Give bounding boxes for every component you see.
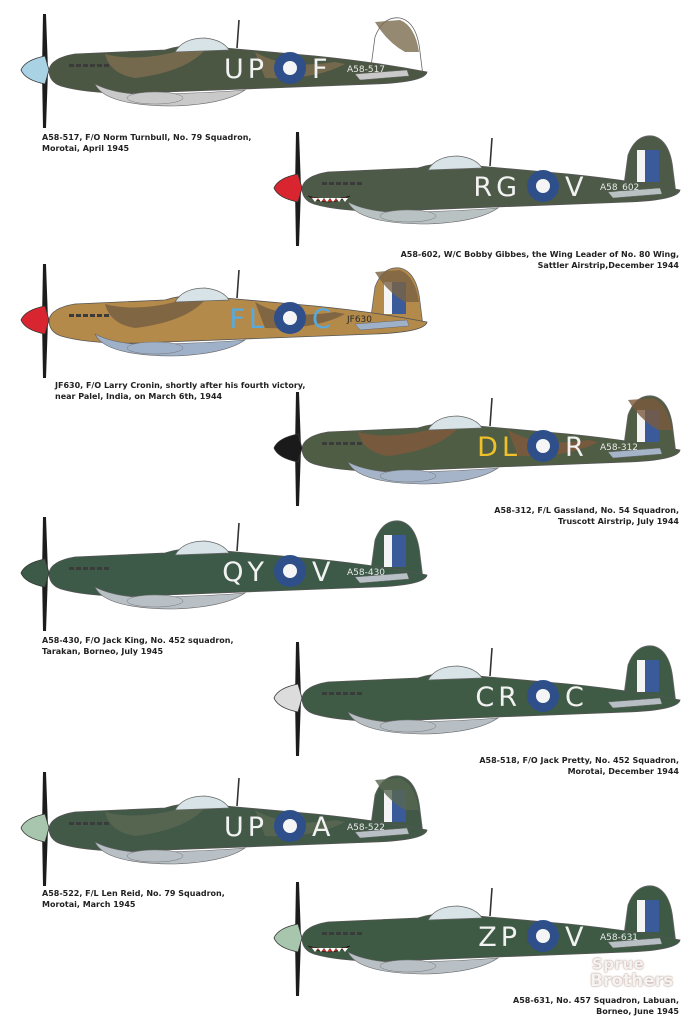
serial-number: A58-430 <box>347 568 385 578</box>
caption-line: A58-631, No. 457 Squadron, Labuan, <box>513 996 679 1005</box>
aircraft-caption: A58-631, No. 457 Squadron, Labuan, Borneo… <box>513 995 679 1017</box>
aircraft-caption: A58-602, W/C Bobby Gibbes, the Wing Lead… <box>401 249 679 271</box>
fuselage <box>301 163 681 212</box>
fin-flash <box>645 900 659 932</box>
serial-number: A58-312 <box>600 443 638 453</box>
spinner <box>20 305 50 335</box>
canopy <box>174 287 230 303</box>
aircraft-letter: V <box>312 557 331 588</box>
aircraft-caption: A58-430, F/O Jack King, No. 452 squadron… <box>42 635 234 657</box>
squadron-code: UP <box>224 812 268 843</box>
fin-flash <box>645 660 659 692</box>
watermark: Sprue Brothers <box>590 955 695 999</box>
fuselage <box>48 548 428 597</box>
spinner <box>20 558 50 588</box>
canopy <box>174 795 230 811</box>
caption-line: Morotai, December 1944 <box>567 767 679 776</box>
caption-line: A58-430, F/O Jack King, No. 452 squadron… <box>42 636 234 645</box>
spitfire-profile: ZP V A58-631 <box>273 882 681 996</box>
fuselage <box>301 913 681 962</box>
aircraft-letter: V <box>565 922 584 953</box>
squadron-code: UP <box>224 54 268 85</box>
squadron-code: FL <box>229 304 268 335</box>
watermark-line1: Sprue <box>592 955 645 973</box>
fuselage <box>301 673 681 722</box>
caption-line: Morotai, April 1945 <box>42 144 130 153</box>
spitfire-profile: FL C JF630 <box>20 264 428 378</box>
aircraft-letter: C <box>312 304 331 335</box>
serial-number: A58-517 <box>347 65 385 75</box>
canopy <box>427 415 483 431</box>
canopy <box>427 155 483 171</box>
squadron-code: RG <box>473 172 521 203</box>
caption-line: Sattler Airstrip,December 1944 <box>537 261 679 270</box>
caption-line: A58-522, F/L Len Reid, No. 79 Squadron, <box>42 889 225 898</box>
serial-number: A58-631 <box>600 933 638 943</box>
aircraft-caption: A58-312, F/L Gassland, No. 54 Squadron, T… <box>494 505 679 527</box>
squadron-code: QY <box>222 557 268 588</box>
serial-number: JF630 <box>346 315 372 325</box>
spinner <box>20 55 50 85</box>
aircraft-letter: A <box>312 812 331 843</box>
spinner <box>273 923 303 953</box>
aircraft-letter: V <box>565 172 584 203</box>
canopy <box>427 905 483 921</box>
serial-number: A58-522 <box>347 823 385 833</box>
caption-line: Morotai, March 1945 <box>42 900 136 909</box>
aircraft-caption: JF630, F/O Larry Cronin, shortly after h… <box>55 380 305 402</box>
fin-flash <box>392 535 406 567</box>
caption-line: A58-517, F/O Norm Turnbull, No. 79 Squad… <box>42 133 252 142</box>
aircraft-caption: A58-522, F/L Len Reid, No. 79 Squadron, M… <box>42 888 225 910</box>
aircraft-letter: R <box>565 432 584 463</box>
watermark-line2: Brothers <box>590 971 674 991</box>
serial-number: A58_602 <box>600 183 639 193</box>
aircraft-letter: C <box>565 682 584 713</box>
caption-line: Truscott Airstrip, July 1944 <box>557 517 679 526</box>
spitfire-profile: RG V A58_602 <box>273 132 681 246</box>
aircraft-letter: F <box>312 54 328 85</box>
spinner <box>273 433 303 463</box>
fin-flash <box>645 150 659 182</box>
caption-line: Borneo, June 1945 <box>596 1007 679 1016</box>
caption-line: JF630, F/O Larry Cronin, shortly after h… <box>55 381 306 390</box>
squadron-code: DL <box>477 432 521 463</box>
spinner <box>20 813 50 843</box>
aircraft-caption: A58-517, F/O Norm Turnbull, No. 79 Squad… <box>42 132 251 154</box>
spitfire-profile: DL R A58-312 <box>273 392 681 506</box>
spinner <box>273 173 303 203</box>
spitfire-profile: UP A A58-522 <box>20 772 428 886</box>
squadron-code: CR <box>475 682 521 713</box>
caption-line: Tarakan, Borneo, July 1945 <box>42 647 164 656</box>
spinner <box>273 683 303 713</box>
caption-line: near Palel, India, on March 6th, 1944 <box>55 392 223 401</box>
caption-line: A58-312, F/L Gassland, No. 54 Squadron, <box>494 506 679 515</box>
spitfire-profile: CR C <box>273 642 681 756</box>
canopy <box>174 540 230 556</box>
canopy <box>427 665 483 681</box>
spitfire-profile: UP F A58-517 <box>20 14 428 128</box>
aircraft-caption: A58-518, F/O Jack Pretty, No. 452 Squadr… <box>479 755 679 777</box>
spitfire-profile: QY V A58-430 <box>20 517 428 631</box>
squadron-code: ZP <box>478 922 521 953</box>
caption-line: A58-518, F/O Jack Pretty, No. 452 Squadr… <box>479 756 679 765</box>
canopy <box>174 37 230 53</box>
caption-line: A58-602, W/C Bobby Gibbes, the Wing Lead… <box>400 250 679 259</box>
